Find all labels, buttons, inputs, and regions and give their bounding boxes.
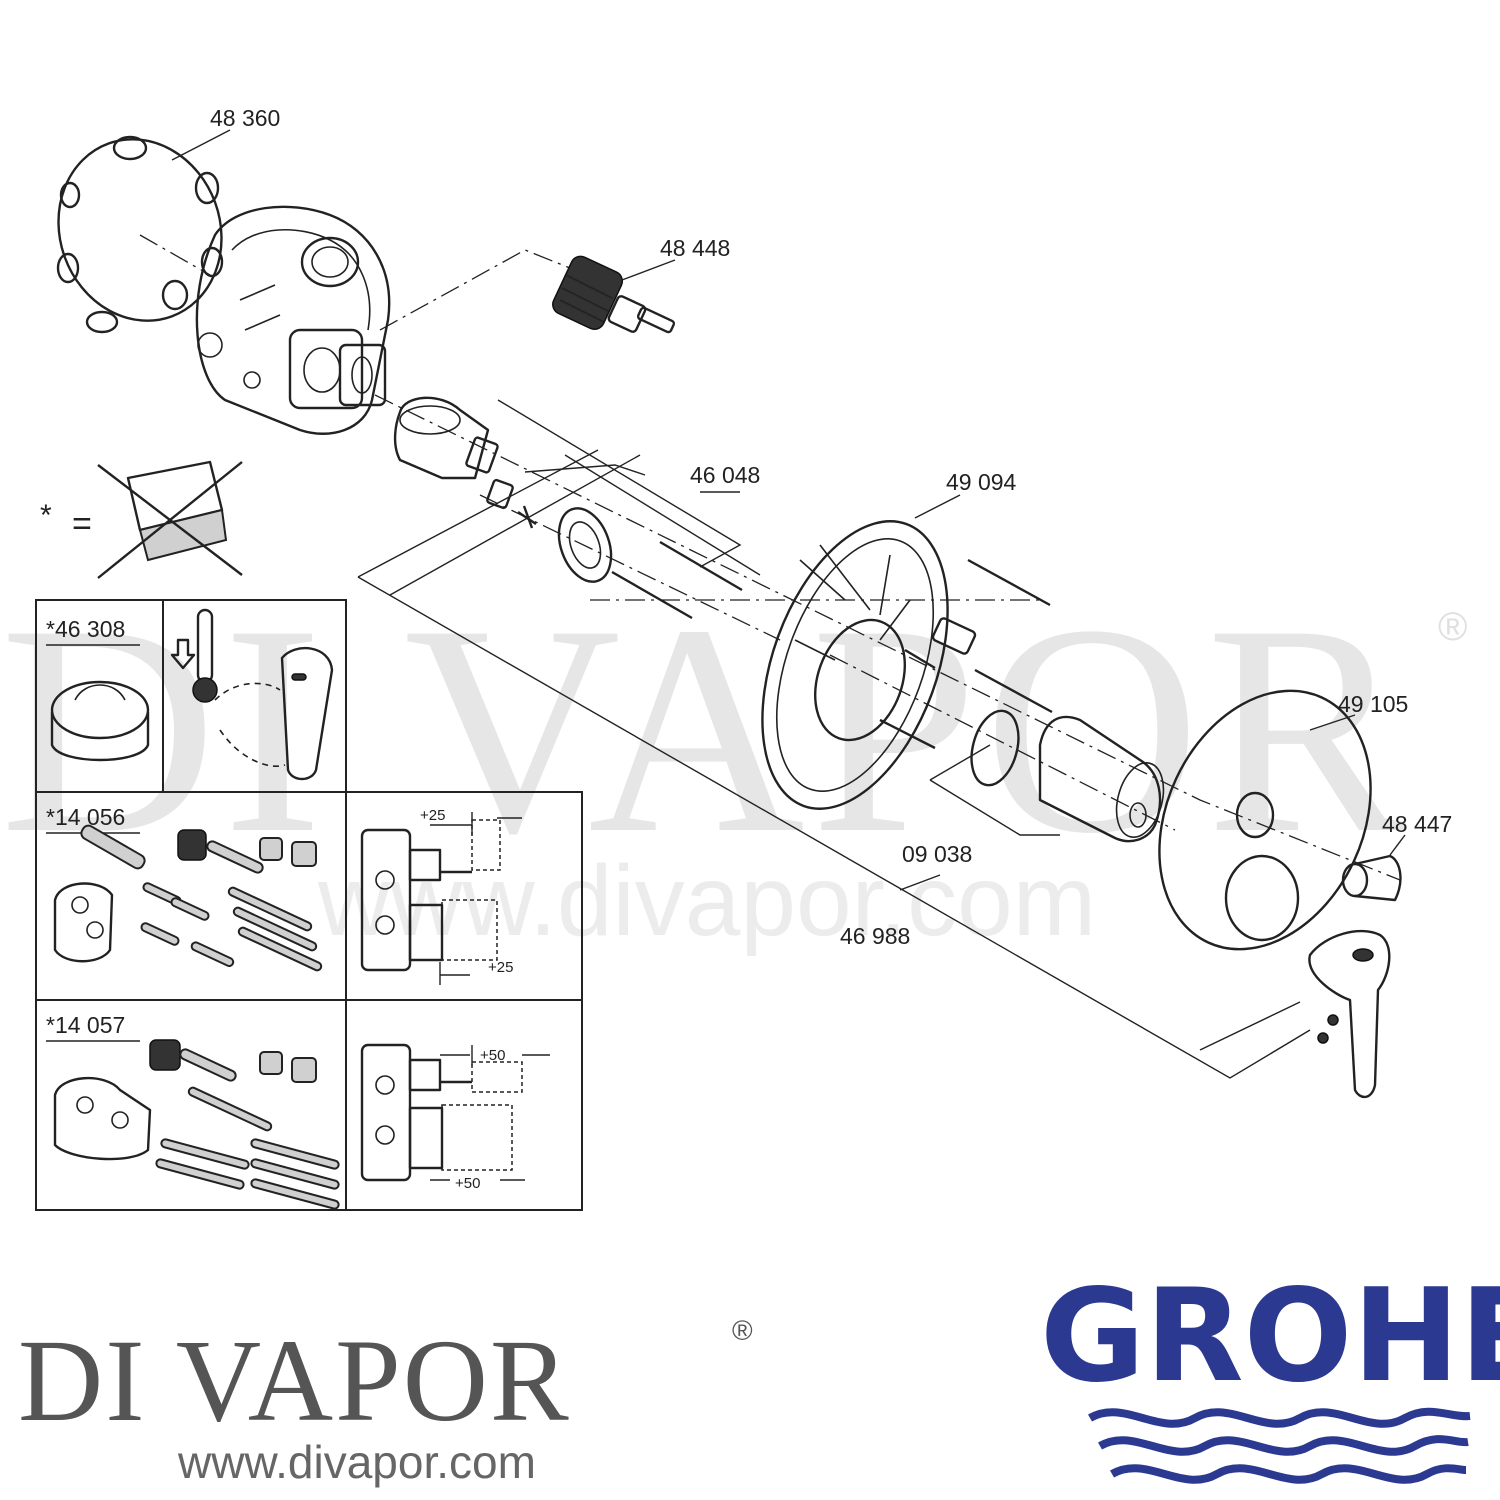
inset-table: *46 308 *14 056: [35, 599, 583, 1211]
extension-25-top: +25: [420, 807, 445, 824]
brand-url: www.divapor.com: [177, 1436, 536, 1488]
brand-registered: ®: [732, 1315, 753, 1346]
diagram-extension-25: +25 +25: [360, 807, 522, 985]
label-46048: 46 048: [690, 462, 760, 488]
footer: DI VAPOR ® www.divapor.com GROHE: [18, 1262, 1500, 1488]
watermark: DI VAPOR ® www.divapor.com: [0, 563, 1467, 957]
extension-50-bottom: +50: [455, 1175, 480, 1192]
table-row1-part: *46 308: [46, 616, 125, 642]
part-48448-cartridge: 48 448: [552, 235, 730, 334]
part-mixing-cartridge: [393, 396, 537, 529]
part-screws-46048: [611, 540, 743, 620]
diagram-extension-50: +50 +50: [360, 1043, 550, 1192]
brand-name: DI VAPOR: [18, 1315, 571, 1446]
label-49105: 49 105: [1338, 691, 1408, 717]
watermark-text: DI VAPOR: [0, 563, 1412, 895]
extension-25-bottom: +25: [488, 959, 513, 976]
part-48447-cap: 48 447: [1341, 811, 1452, 902]
kit-14056-pieces: [53, 824, 323, 972]
part-49094-plate: 49 094: [761, 469, 1017, 810]
grohe-wave-2: [1098, 1435, 1469, 1456]
watermark-url: www.divapor.com: [317, 845, 1096, 957]
part-48360-gasket: 48 360: [56, 105, 280, 334]
watermark-registered: ®: [1438, 605, 1467, 649]
label-48448: 48 448: [660, 235, 730, 261]
part-09038-sleeve: 09 038: [902, 715, 1165, 867]
table-row3-part: *14 057: [46, 1012, 125, 1038]
bracket-46988: 46 988: [357, 449, 1311, 1079]
part-retaining-nut: [557, 507, 613, 583]
note-star: *: [40, 499, 52, 532]
label-46988: 46 988: [840, 923, 910, 949]
part-oring: [970, 709, 1020, 787]
note-symbol: * =: [40, 460, 243, 579]
kit-14057-pieces: [53, 1039, 340, 1210]
part-lever-handle: [1308, 929, 1391, 1099]
extension-50-top: +50: [480, 1047, 505, 1064]
grohe-wave-3: [1110, 1464, 1467, 1484]
grohe-wave-1: [1088, 1407, 1471, 1428]
part-49105-cover: 49 105: [1158, 689, 1408, 951]
grohe-logo-text: GROHE: [1040, 1262, 1500, 1411]
label-48447: 48 447: [1382, 811, 1452, 837]
label-48360: 48 360: [210, 105, 280, 131]
part-long-bolts: [879, 558, 1053, 750]
grohe-logo: GROHE: [1040, 1262, 1500, 1484]
bracket-46048: 46 048: [497, 399, 761, 576]
label-09038: 09 038: [902, 841, 972, 867]
part-valve-body: [195, 205, 391, 435]
label-49094: 49 094: [946, 469, 1017, 495]
note-equals: =: [72, 505, 92, 543]
